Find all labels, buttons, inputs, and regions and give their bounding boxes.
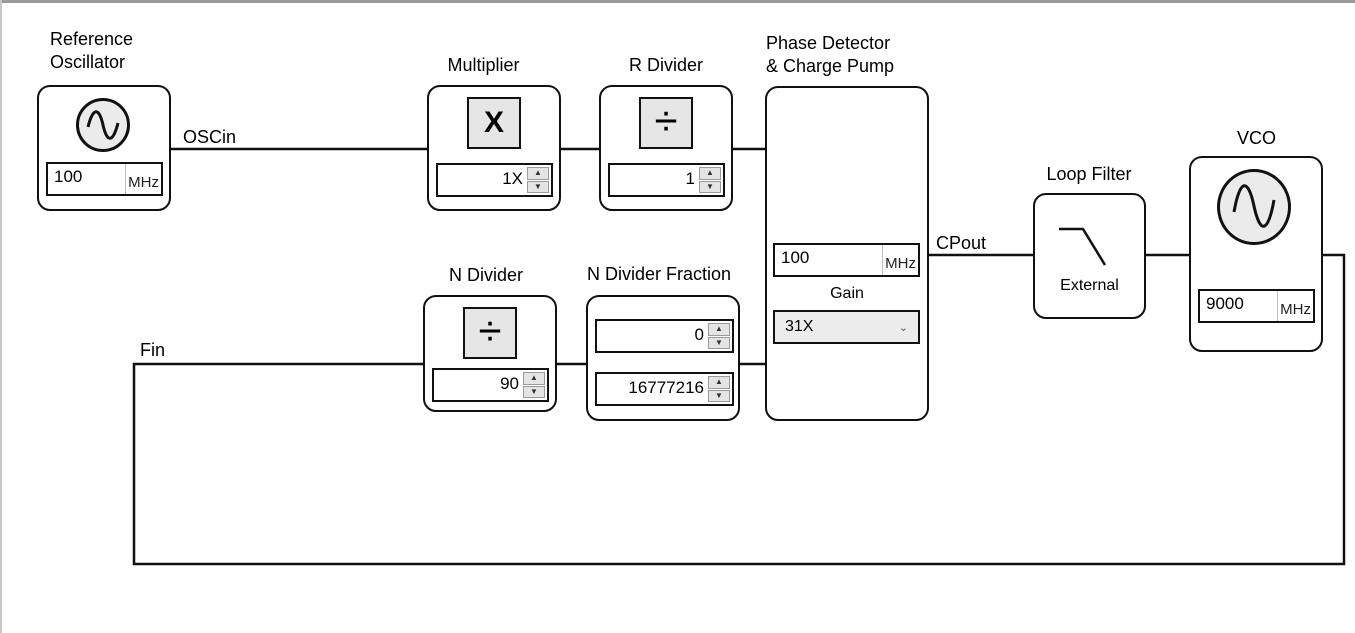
multiplier-title: Multiplier [447,55,520,75]
n-divider-stepper[interactable]: 90 ▲ ▼ [432,368,549,402]
n-divider-fraction-title: N Divider Fraction [587,264,732,284]
reference-frequency-value: 100 [54,167,83,186]
reference-oscillator-title-line1: Reference [50,29,134,49]
signal-label-fin: Fin [140,340,166,360]
stepper-up-icon[interactable]: ▲ [527,167,549,180]
vco-block[interactable]: 9000 MHz [1189,156,1323,352]
n-divider-stepper-buttons: ▲ ▼ [523,372,545,398]
stepper-up-icon[interactable]: ▲ [708,376,730,389]
sine-wave-icon [1217,169,1291,245]
stepper-down-icon[interactable]: ▼ [699,180,721,193]
stepper-down-icon[interactable]: ▼ [523,385,545,398]
gain-select[interactable]: 31X ⌄ [773,310,920,344]
multiplier-block[interactable]: X 1X ▲ ▼ [427,85,561,211]
fraction-denominator-stepper-buttons: ▲ ▼ [708,376,730,402]
phase-detector-title-line1: Phase Detector [766,33,891,53]
divide-icon: ÷ [639,97,693,149]
r-divider-stepper[interactable]: 1 ▲ ▼ [608,163,725,197]
multiplier-value: 1X [502,169,523,188]
multiply-symbol: X [483,106,504,139]
reference-frequency-input[interactable]: 100 MHz [46,162,163,196]
loop-filter-block[interactable]: External [1033,193,1146,319]
fraction-denominator-value: 16777216 [628,378,704,397]
stepper-up-icon[interactable]: ▲ [708,323,730,336]
r-divider-stepper-buttons: ▲ ▼ [699,167,721,193]
divide-symbol: ÷ [478,307,502,354]
n-divider-title: N Divider [448,265,523,285]
phase-detector-title: Phase Detector & Charge Pump [766,32,922,78]
signal-label-cpout: CPout [936,233,987,253]
vco-frequency-input[interactable]: 9000 MHz [1198,289,1315,323]
gain-label: Gain [830,285,864,302]
window-top-border [0,0,1355,3]
unit-separator [882,245,883,275]
multiplier-stepper-buttons: ▲ ▼ [527,167,549,193]
wire-feedback [132,253,1346,566]
phase-detector-frequency-value: 100 [781,248,810,267]
stepper-down-icon[interactable]: ▼ [708,336,730,349]
divide-icon: ÷ [463,307,517,359]
gain-value: 31X [785,318,814,335]
phase-detector-frequency-input[interactable]: 100 MHz [773,243,920,277]
reference-oscillator-title: Reference Oscillator [50,28,162,74]
n-divider-value: 90 [500,374,519,393]
reference-frequency-unit: MHz [128,174,159,191]
stepper-down-icon[interactable]: ▼ [527,180,549,193]
loop-filter-title: Loop Filter [1046,164,1132,184]
sine-wave-icon [76,98,130,152]
phase-detector-frequency-unit: MHz [885,255,916,272]
stepper-down-icon[interactable]: ▼ [708,389,730,402]
r-divider-title: R Divider [628,55,703,75]
n-divider-fraction-block[interactable]: 0 ▲ ▼ 16777216 ▲ ▼ [586,295,740,421]
n-divider-block[interactable]: ÷ 90 ▲ ▼ [423,295,557,412]
r-divider-block[interactable]: ÷ 1 ▲ ▼ [599,85,733,211]
multiplier-stepper[interactable]: 1X ▲ ▼ [436,163,553,197]
multiply-icon: X [467,97,521,149]
r-divider-value: 1 [685,169,695,188]
reference-oscillator-block[interactable]: 100 MHz [37,85,171,211]
phase-detector-block[interactable]: 100 MHz Gain 31X ⌄ [765,86,929,421]
fraction-numerator-stepper[interactable]: 0 ▲ ▼ [595,319,734,353]
phase-detector-title-line2: & Charge Pump [766,56,895,76]
signal-label-oscin: OSCin [183,127,237,147]
unit-separator [125,164,126,194]
vco-frequency-value: 9000 [1206,294,1244,313]
fraction-denominator-stepper[interactable]: 16777216 ▲ ▼ [595,372,734,406]
stepper-up-icon[interactable]: ▲ [523,372,545,385]
vco-frequency-unit: MHz [1280,301,1311,318]
unit-separator [1277,291,1278,321]
reference-oscillator-title-line2: Oscillator [50,52,126,72]
window-left-border [0,0,2,633]
fraction-numerator-stepper-buttons: ▲ ▼ [708,323,730,349]
loop-filter-label: External [1060,277,1119,294]
stepper-up-icon[interactable]: ▲ [699,167,721,180]
vco-title: VCO [1236,128,1276,148]
low-pass-filter-icon [1059,227,1107,266]
fraction-numerator-value: 0 [694,325,704,344]
chevron-down-icon: ⌄ [898,322,908,334]
divide-symbol: ÷ [654,97,678,144]
